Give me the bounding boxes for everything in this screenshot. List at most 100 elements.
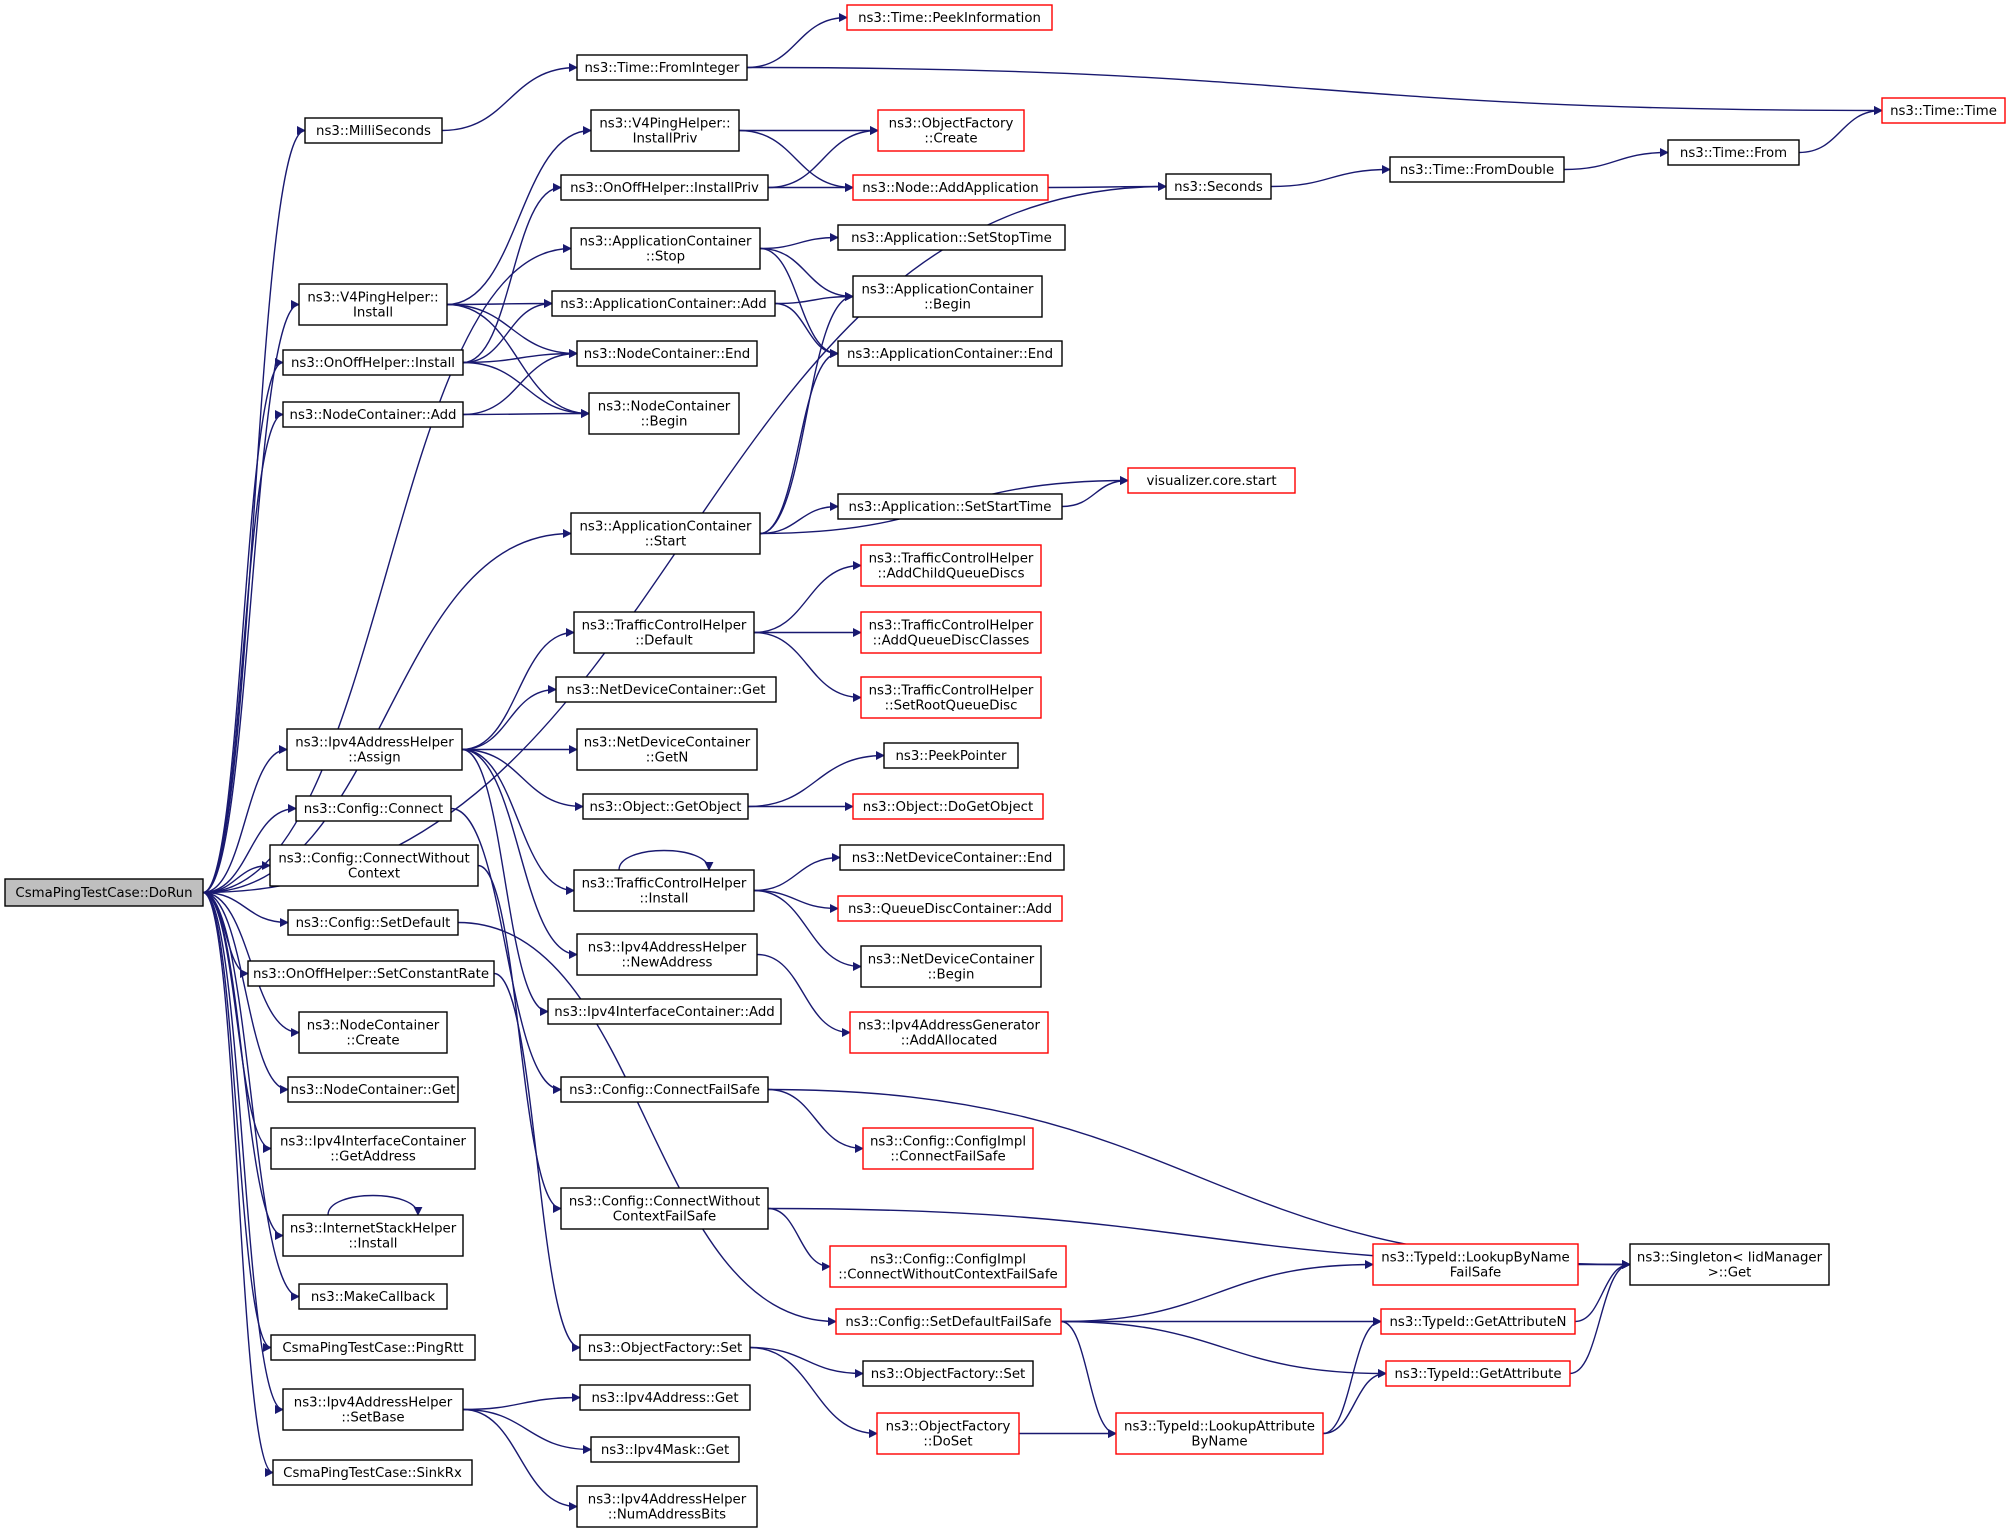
node-cfgcwc[interactable]: ns3::Config::ConnectWithoutContext [269,844,479,887]
node-box[interactable] [295,795,452,822]
node-getattr[interactable]: ns3::TypeId::GetAttribute [1385,1360,1571,1387]
node-ofset[interactable]: ns3::ObjectFactory::Set [579,1334,751,1361]
node-box[interactable] [282,401,464,428]
node-box[interactable] [576,340,758,367]
node-box[interactable] [860,676,1042,719]
node-box[interactable] [547,998,782,1025]
node-ncadd[interactable]: ns3::NodeContainer::Add [282,401,464,428]
node-box[interactable] [287,1076,459,1103]
node-ipv4setbase[interactable]: ns3::Ipv4AddressHelper::SetBase [282,1388,464,1431]
node-box[interactable] [282,349,464,376]
node-v4inst[interactable]: ns3::V4PingHelper::Install [298,283,448,326]
node-nccreate[interactable]: ns3::NodeContainer::Create [298,1011,448,1054]
node-box[interactable] [298,1283,448,1310]
node-tcdefault[interactable]: ns3::TrafficControlHelper::Default [573,611,755,654]
node-box[interactable] [1629,1243,1830,1286]
node-box[interactable] [590,109,740,152]
node-qdcadd[interactable]: ns3::QueueDiscContainer::Add [837,895,1063,922]
node-box[interactable] [837,340,1063,367]
node-iicgetaddr[interactable]: ns3::Ipv4InterfaceContainer::GetAddress [270,1127,476,1170]
node-ndcbegin[interactable]: ns3::NetDeviceContainer::Begin [860,945,1042,988]
node-cfgsdfs[interactable]: ns3::Config::SetDefaultFailSafe [835,1308,1062,1335]
node-box[interactable] [852,275,1043,318]
node-box[interactable] [570,512,761,555]
node-tcsetroot[interactable]: ns3::TrafficControlHelper::SetRootQueueD… [860,676,1042,719]
node-box[interactable] [1127,467,1296,494]
node-inetinstall[interactable]: ns3::InternetStackHelper::Install [282,1214,464,1257]
node-onoffinst[interactable]: ns3::OnOffHelper::Install [282,349,464,376]
node-box[interactable] [551,290,776,317]
node-vizstart[interactable]: visualizer.core.start [1127,467,1296,494]
node-ncget[interactable]: ns3::NodeContainer::Get [287,1076,459,1103]
node-box[interactable] [576,933,758,976]
node-box[interactable] [837,895,1063,922]
node-tcaddchild[interactable]: ns3::TrafficControlHelper::AddChildQueue… [860,544,1042,587]
node-box[interactable] [1385,1360,1571,1387]
node-box[interactable] [862,1360,1034,1387]
node-box[interactable] [282,1214,464,1257]
node-box[interactable] [1380,1308,1576,1335]
node-ncbegin[interactable]: ns3::NodeContainer::Begin [588,392,740,435]
node-box[interactable] [1881,97,2006,124]
node-getattrn[interactable]: ns3::TypeId::GetAttributeN [1380,1308,1576,1335]
node-box[interactable] [839,844,1065,871]
node-fromint[interactable]: ns3::Time::FromInteger [576,54,748,81]
node-box[interactable] [570,227,761,270]
node-box[interactable] [560,174,769,201]
node-box[interactable] [573,611,755,654]
node-box[interactable] [1667,139,1800,166]
node-box[interactable] [304,117,443,144]
node-box[interactable] [576,1485,758,1528]
node-ofset2[interactable]: ns3::ObjectFactory::Set [862,1360,1034,1387]
node-appstop[interactable]: ns3::Application::SetStopTime [837,224,1066,251]
node-box[interactable] [829,1245,1067,1288]
node-box[interactable] [590,1436,740,1463]
node-box[interactable] [837,493,1063,520]
node-peekptr[interactable]: ns3::PeekPointer [883,742,1019,769]
node-box[interactable] [846,4,1053,31]
node-appstart[interactable]: ns3::Application::SetStartTime [837,493,1063,520]
node-dogetobj[interactable]: ns3::Object::DoGetObject [852,793,1044,820]
node-box[interactable] [282,1388,464,1431]
node-box[interactable] [1165,173,1272,200]
node-time[interactable]: ns3::Time::Time [1881,97,2006,124]
node-box[interactable] [269,844,479,887]
node-v4priv[interactable]: ns3::V4PingHelper::InstallPriv [590,109,740,152]
node-ipv4newaddr[interactable]: ns3::Ipv4AddressHelper::NewAddress [576,933,758,976]
node-box[interactable] [1372,1243,1579,1286]
node-box[interactable] [579,1334,751,1361]
node-box[interactable] [862,1127,1034,1170]
node-ndcget[interactable]: ns3::NetDeviceContainer::Get [555,676,777,703]
node-box[interactable] [860,544,1042,587]
node-box[interactable] [849,1011,1049,1054]
node-box[interactable] [579,1384,751,1411]
node-ndcgetn[interactable]: ns3::NetDeviceContainer::GetN [576,728,758,771]
node-pingrtt[interactable]: CsmaPingTestCase::PingRtt [270,1334,476,1361]
node-numbits[interactable]: ns3::Ipv4AddressHelper::NumAddressBits [576,1485,758,1528]
node-box[interactable] [272,1459,473,1486]
node-box[interactable] [573,869,755,912]
node-acadd[interactable]: ns3::ApplicationContainer::Add [551,290,776,317]
node-box[interactable] [560,1076,769,1103]
node-acend[interactable]: ns3::ApplicationContainer::End [837,340,1063,367]
node-cfgconnect[interactable]: ns3::Config::Connect [295,795,452,822]
node-box[interactable] [860,611,1042,654]
node-box[interactable] [852,793,1044,820]
node-acstart[interactable]: ns3::ApplicationContainer::Start [570,512,761,555]
node-ipv4gen[interactable]: ns3::Ipv4AddressGenerator::AddAllocated [849,1011,1049,1054]
node-box[interactable] [298,1011,448,1054]
node-box[interactable] [287,909,459,936]
node-seconds[interactable]: ns3::Seconds [1165,173,1272,200]
node-onoffrate[interactable]: ns3::OnOffHelper::SetConstantRate [247,960,495,987]
node-getobj[interactable]: ns3::Object::GetObject [582,793,749,820]
node-box[interactable] [852,174,1049,201]
node-addapp[interactable]: ns3::Node::AddApplication [852,174,1049,201]
node-box[interactable] [860,945,1042,988]
node-ndcend[interactable]: ns3::NetDeviceContainer::End [839,844,1065,871]
node-box[interactable] [555,676,777,703]
node-box[interactable] [835,1308,1062,1335]
node-box[interactable] [1115,1412,1324,1455]
node-box[interactable] [560,1187,769,1230]
